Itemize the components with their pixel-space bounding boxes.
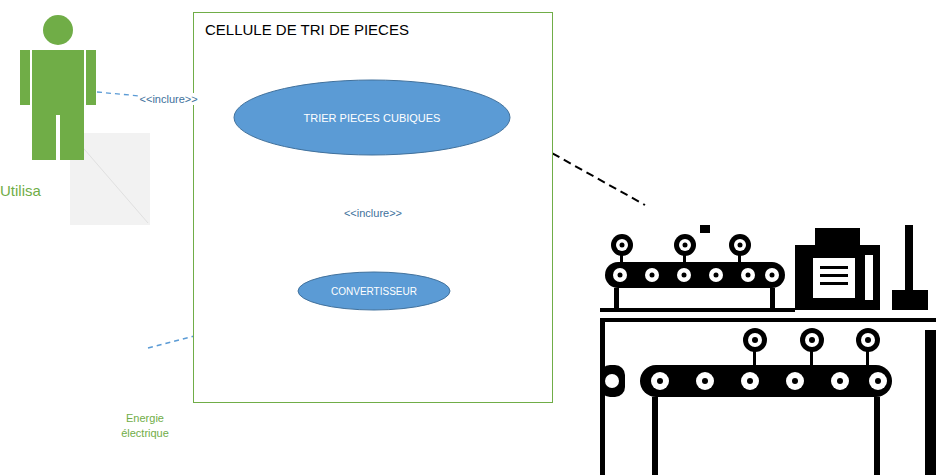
- stereotype-label: <<inclure>>: [342, 207, 404, 219]
- conveyor-illustration: [600, 225, 936, 475]
- use-case-ellipse: CONVERTISSEUR: [297, 271, 451, 311]
- actor-figure: Utilisa: [20, 15, 96, 160]
- system-title: CELLULE DE TRI DE PIECES: [205, 21, 409, 38]
- stereotype-label: <<inclure>>: [138, 93, 200, 105]
- use-case-name: TRIER PIECES CUBIQUES: [304, 112, 441, 124]
- actor-icon: [20, 15, 96, 160]
- input-label: Energie électrique: [105, 411, 185, 441]
- actor-name: Utilisa: [0, 182, 41, 199]
- use-case-name: CONVERTISSEUR: [331, 286, 417, 297]
- use-case-ellipse: TRIER PIECES CUBIQUES: [233, 79, 511, 156]
